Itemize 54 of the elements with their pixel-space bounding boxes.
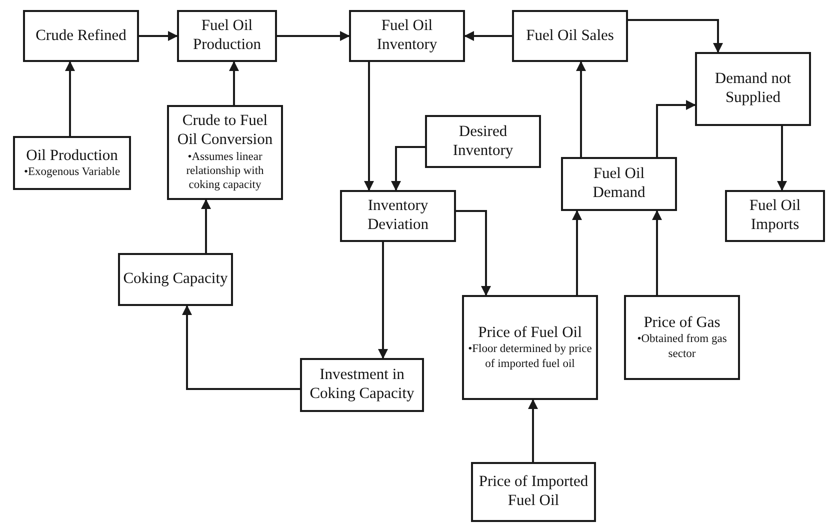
box-note: •Obtained from gas sector	[636, 332, 728, 362]
arrow	[464, 31, 512, 41]
process-box	[177, 10, 277, 62]
process-box	[624, 295, 740, 380]
box-title: Price of Gas	[644, 314, 720, 332]
process-box	[13, 136, 131, 190]
arrow	[65, 61, 75, 136]
arrow	[364, 62, 374, 191]
process-box	[695, 52, 811, 126]
box-note: •Assumes linear relationship with coking capacity	[185, 150, 265, 193]
arrow	[528, 399, 538, 462]
box-title: Crude to Fuel Oil Conversion	[176, 112, 274, 150]
process-box	[471, 462, 596, 522]
box-note: •Floor determined by price of imported fuel oil	[467, 342, 593, 372]
box-title: Crude Refined	[36, 26, 126, 46]
box-title: Investment in Coking Capacity	[308, 366, 416, 404]
arrow	[656, 100, 696, 157]
process-box	[725, 190, 825, 242]
arrow	[139, 31, 178, 41]
process-box	[462, 295, 598, 400]
process-box	[118, 253, 233, 306]
box-title: Fuel Oil Imports	[748, 197, 802, 235]
box-title: Desired Inventory	[452, 122, 514, 160]
process-box	[425, 115, 541, 168]
process-box	[300, 358, 424, 412]
box-title: Oil Production	[26, 146, 118, 166]
box-title: Inventory Deviation	[366, 197, 430, 235]
process-box	[340, 190, 456, 242]
arrow	[391, 146, 425, 191]
box-title: Fuel Oil Production	[192, 17, 262, 55]
arrow	[456, 210, 491, 296]
box-title: Fuel Oil Inventory	[376, 17, 438, 55]
box-title: Fuel Oil Sales	[526, 26, 614, 46]
arrow	[201, 199, 211, 253]
arrow	[576, 61, 586, 157]
process-box	[512, 10, 628, 62]
box-title: Demand not Supplied	[714, 70, 792, 108]
arrow	[277, 31, 350, 41]
arrow	[182, 305, 300, 390]
arrow	[229, 61, 239, 105]
box-note: •Exogenous Variable	[24, 165, 120, 180]
arrow	[572, 210, 582, 295]
process-box	[561, 157, 677, 211]
box-title: Fuel Oil Demand	[592, 165, 646, 203]
box-title: Price of Fuel Oil	[478, 324, 582, 342]
arrow	[777, 126, 787, 191]
box-title: Price of Imported Fuel Oil	[478, 473, 590, 511]
process-box	[349, 10, 465, 62]
arrow	[378, 242, 388, 359]
process-box	[23, 10, 139, 62]
arrow	[628, 19, 723, 53]
box-title: Coking Capacity	[123, 270, 228, 289]
process-box	[167, 105, 283, 200]
arrow	[652, 210, 662, 295]
